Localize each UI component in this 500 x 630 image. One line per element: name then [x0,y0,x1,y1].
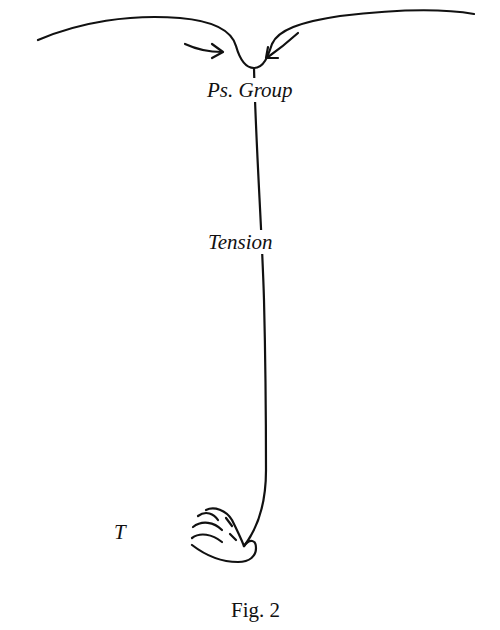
hand-finger [192,535,222,542]
letter-label: T [112,520,128,544]
force-label: Tension [206,230,275,254]
arrow-head [212,44,223,58]
tension-line [244,68,266,546]
arrow-head [266,47,278,58]
hand-finger [193,523,222,530]
surface-outline [38,10,474,68]
region-label: Ps. Group [205,78,295,102]
hand-outline [192,541,256,562]
hand-finger [198,513,218,520]
hand-finger [206,508,244,546]
figure-caption: Fig. 2 [231,598,280,622]
inward-arrow [268,33,298,57]
hand-finger [226,518,232,526]
hand-finger [230,534,236,540]
